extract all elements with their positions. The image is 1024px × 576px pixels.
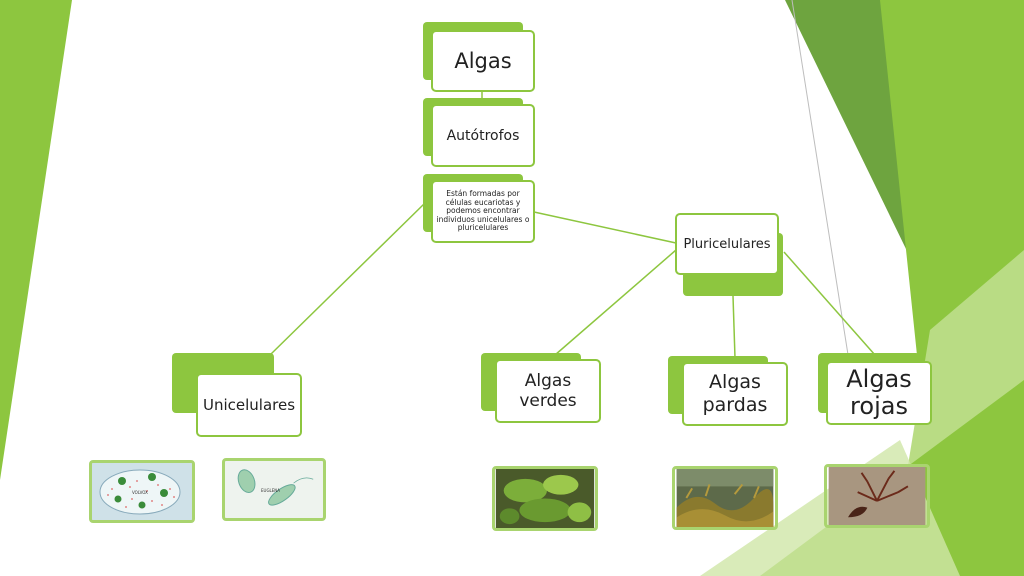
volvox-label: VOLVOX [132, 490, 148, 495]
euglena-illustration [225, 461, 323, 518]
red-algae-image [824, 464, 930, 528]
connector-pluri-rojas [783, 251, 876, 356]
brown-algae-photo [676, 469, 774, 527]
connector-pluri-pardas [732, 295, 736, 359]
brown-algae-image [672, 466, 778, 530]
green-algae-photo [495, 469, 595, 528]
volvox-image: VOLVOX [89, 460, 195, 523]
connector-desc-unicelulares [269, 202, 426, 356]
node-description-text: Están formadas por células eucariotas y … [436, 189, 530, 233]
node-description: Están formadas por células eucariotas y … [423, 174, 535, 244]
euglena-image: EUGLENA [222, 458, 326, 521]
node-algas-label: Algas [454, 49, 512, 73]
node-autotrofos: Autótrofos [423, 98, 535, 168]
volvox-illustration [92, 463, 192, 520]
node-algas-verdes: Algas verdes [481, 353, 601, 423]
node-pluricelulares-label: Pluricelulares [683, 236, 771, 252]
green-algae-image [492, 466, 598, 531]
node-algas-verdes-label: Algas verdes [519, 371, 577, 411]
node-autotrofos-label: Autótrofos [446, 127, 520, 144]
node-unicelulares-label: Unicelulares [202, 396, 296, 414]
node-algas-rojas-label: Algas rojas [846, 365, 912, 420]
euglena-label: EUGLENA [261, 488, 281, 493]
red-algae-photo [828, 467, 926, 525]
connector-pluri-verdes [554, 249, 677, 356]
node-algas: Algas [423, 22, 535, 94]
left-green-band [0, 0, 72, 480]
node-unicelulares: Unicelulares [172, 353, 302, 437]
connector-desc-pluricelulares [533, 211, 677, 244]
node-algas-rojas: Algas rojas [818, 353, 933, 425]
node-pluricelulares: Pluricelulares [675, 213, 785, 297]
node-algas-pardas-label: Algas pardas [702, 371, 768, 416]
node-algas-pardas: Algas pardas [668, 356, 788, 426]
